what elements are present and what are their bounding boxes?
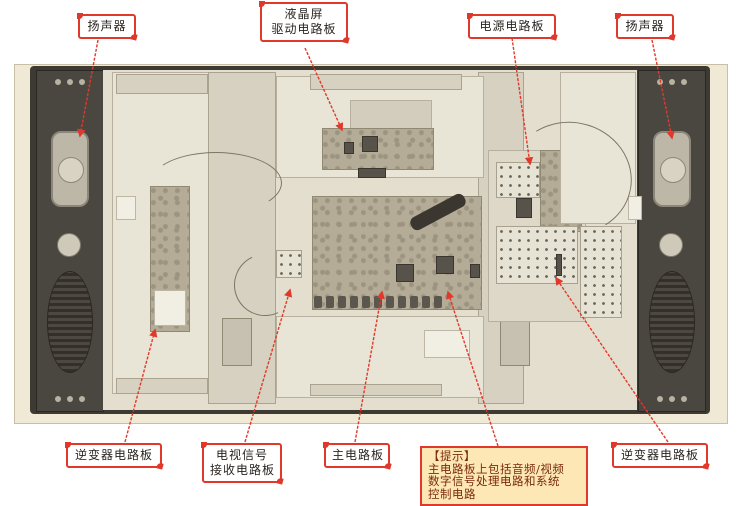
- tip-line-3: 控制电路: [428, 486, 476, 501]
- inverter-left-sticker: [154, 290, 186, 326]
- wire-left: [150, 152, 282, 214]
- av-connectors-left: [314, 296, 382, 308]
- label-text: 扬声器: [625, 19, 665, 33]
- right-speaker-grille: [649, 271, 695, 373]
- power-transformer: [516, 198, 532, 218]
- lcd-driver-connector: [358, 168, 386, 178]
- label-text: 电源电路板: [479, 19, 545, 33]
- top-center-bracket: [310, 74, 462, 90]
- label-tv-signal-receiver: 电视信号 接收电路板: [201, 442, 282, 483]
- right-connector-block: [628, 196, 642, 220]
- label-power-board: 电源电路板: [467, 13, 556, 39]
- label-text: 逆变器电路板: [74, 448, 153, 462]
- left-connector-block: [116, 196, 136, 220]
- tuner-bracket: [222, 318, 252, 366]
- label-lcd-driver-board: 液晶屏 驱动电路板: [259, 1, 348, 42]
- label-text-line1: 液晶屏: [284, 7, 324, 21]
- tip-title: 【提示】: [428, 449, 476, 463]
- power-board-shield-top: [496, 162, 540, 198]
- left-speaker-icon: [51, 131, 89, 207]
- tv-signal-receiver-board: [276, 250, 302, 278]
- av-connectors-right: [386, 296, 442, 308]
- lcd-driver-chip-2: [344, 142, 354, 154]
- label-text: 主电路板: [332, 448, 385, 462]
- tip-line-2: 数字信号处理电路和系统: [428, 474, 560, 488]
- main-processor-chip: [396, 264, 414, 282]
- label-text-line1: 电视信号: [215, 448, 268, 462]
- power-board-shield-bottom: [496, 226, 578, 284]
- tuner-bracket-right: [500, 318, 530, 366]
- main-chip-3: [470, 264, 480, 278]
- inverter-board-right: [580, 226, 622, 318]
- bottom-rail-left: [116, 378, 208, 394]
- label-text: 扬声器: [87, 19, 127, 33]
- top-rail-left: [116, 74, 208, 94]
- label-text-line2: 驱动电路板: [271, 22, 337, 36]
- lcd-driver-board: [322, 128, 434, 170]
- label-inverter-left: 逆变器电路板: [65, 442, 162, 468]
- flex-cable: [350, 100, 432, 130]
- left-speaker-grille: [47, 271, 93, 373]
- inverter-right-connector: [556, 254, 562, 276]
- bottom-center-bracket: [310, 384, 442, 396]
- label-text: 逆变器电路板: [620, 448, 699, 462]
- right-metal-plate: [560, 72, 636, 224]
- label-speaker-left: 扬声器: [77, 13, 136, 39]
- product-label: [424, 330, 470, 358]
- label-inverter-right: 逆变器电路板: [611, 442, 708, 468]
- left-speaker-panel: [36, 70, 104, 412]
- right-speaker-panel: [638, 70, 706, 412]
- main-processor-chip-2: [436, 256, 454, 274]
- label-main-board: 主电路板: [323, 442, 390, 468]
- lcd-driver-chip: [362, 136, 378, 152]
- label-speaker-right: 扬声器: [615, 13, 674, 39]
- tip-box: 【提示】 主电路板上包括音频/视频 数字信号处理电路和系统 控制电路: [420, 446, 588, 506]
- right-speaker-icon: [653, 131, 691, 207]
- tip-line-1: 主电路板上包括音频/视频: [428, 461, 565, 476]
- main-board: [312, 196, 482, 310]
- label-text-line2: 接收电路板: [210, 463, 276, 477]
